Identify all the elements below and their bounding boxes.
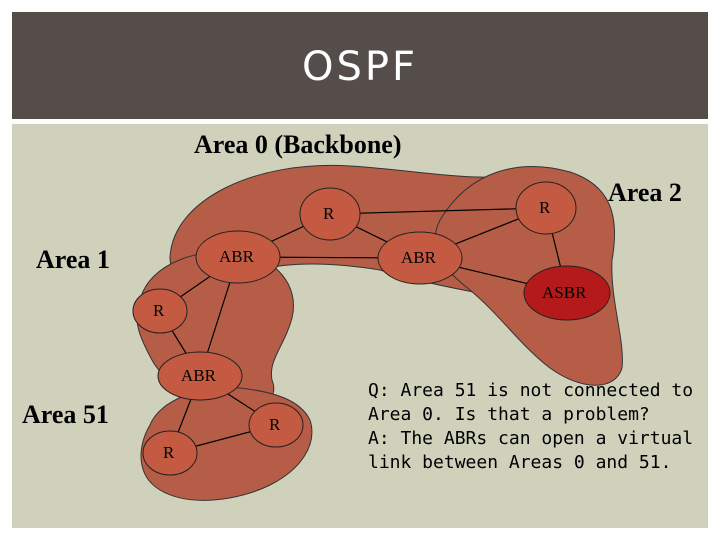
router-r-area51-left-label: R <box>163 443 175 462</box>
qa-text-block: Q: Area 51 is not connected to Area 0. I… <box>368 379 708 475</box>
slide-title: OSPF <box>301 44 418 90</box>
router-r-backbone-right-label: R <box>539 198 551 217</box>
router-r-backbone-left <box>299 187 361 241</box>
area-2-region <box>434 166 623 386</box>
router-abr-area51 <box>157 351 243 401</box>
router-r-backbone-right <box>515 181 577 235</box>
router-asbr-label: ASBR <box>542 283 587 302</box>
title-bar: OSPF <box>12 12 708 119</box>
area-0-label: Area 0 (Backbone) <box>194 130 402 159</box>
router-r-backbone-left-label: R <box>323 204 335 223</box>
router-abr-area51-label: ABR <box>181 366 216 385</box>
link-r-left-r-right <box>329 207 547 215</box>
area-51-label: Area 51 <box>22 400 109 429</box>
router-r-area51-left <box>142 430 198 476</box>
router-abr-left-label: ABR <box>219 247 254 266</box>
router-asbr <box>523 265 611 321</box>
area-2-label: Area 2 <box>608 178 682 207</box>
qa-line-3: A: The ABRs can open a virtual <box>368 428 694 449</box>
qa-line-2: Area 0. Is that a problem? <box>368 404 650 425</box>
router-r-area1 <box>132 288 188 334</box>
router-r-area51-right-label: R <box>269 415 281 434</box>
router-r-area51-right <box>248 402 304 448</box>
router-abr-right-label: ABR <box>401 248 436 267</box>
router-abr-left <box>195 230 281 284</box>
router-r-area1-label: R <box>153 301 165 320</box>
qa-line-1: Q: Area 51 is not connected to <box>368 380 694 401</box>
qa-line-4: link between Areas 0 and 51. <box>368 452 672 473</box>
router-abr-right <box>377 231 463 285</box>
area-1-label: Area 1 <box>36 245 110 274</box>
